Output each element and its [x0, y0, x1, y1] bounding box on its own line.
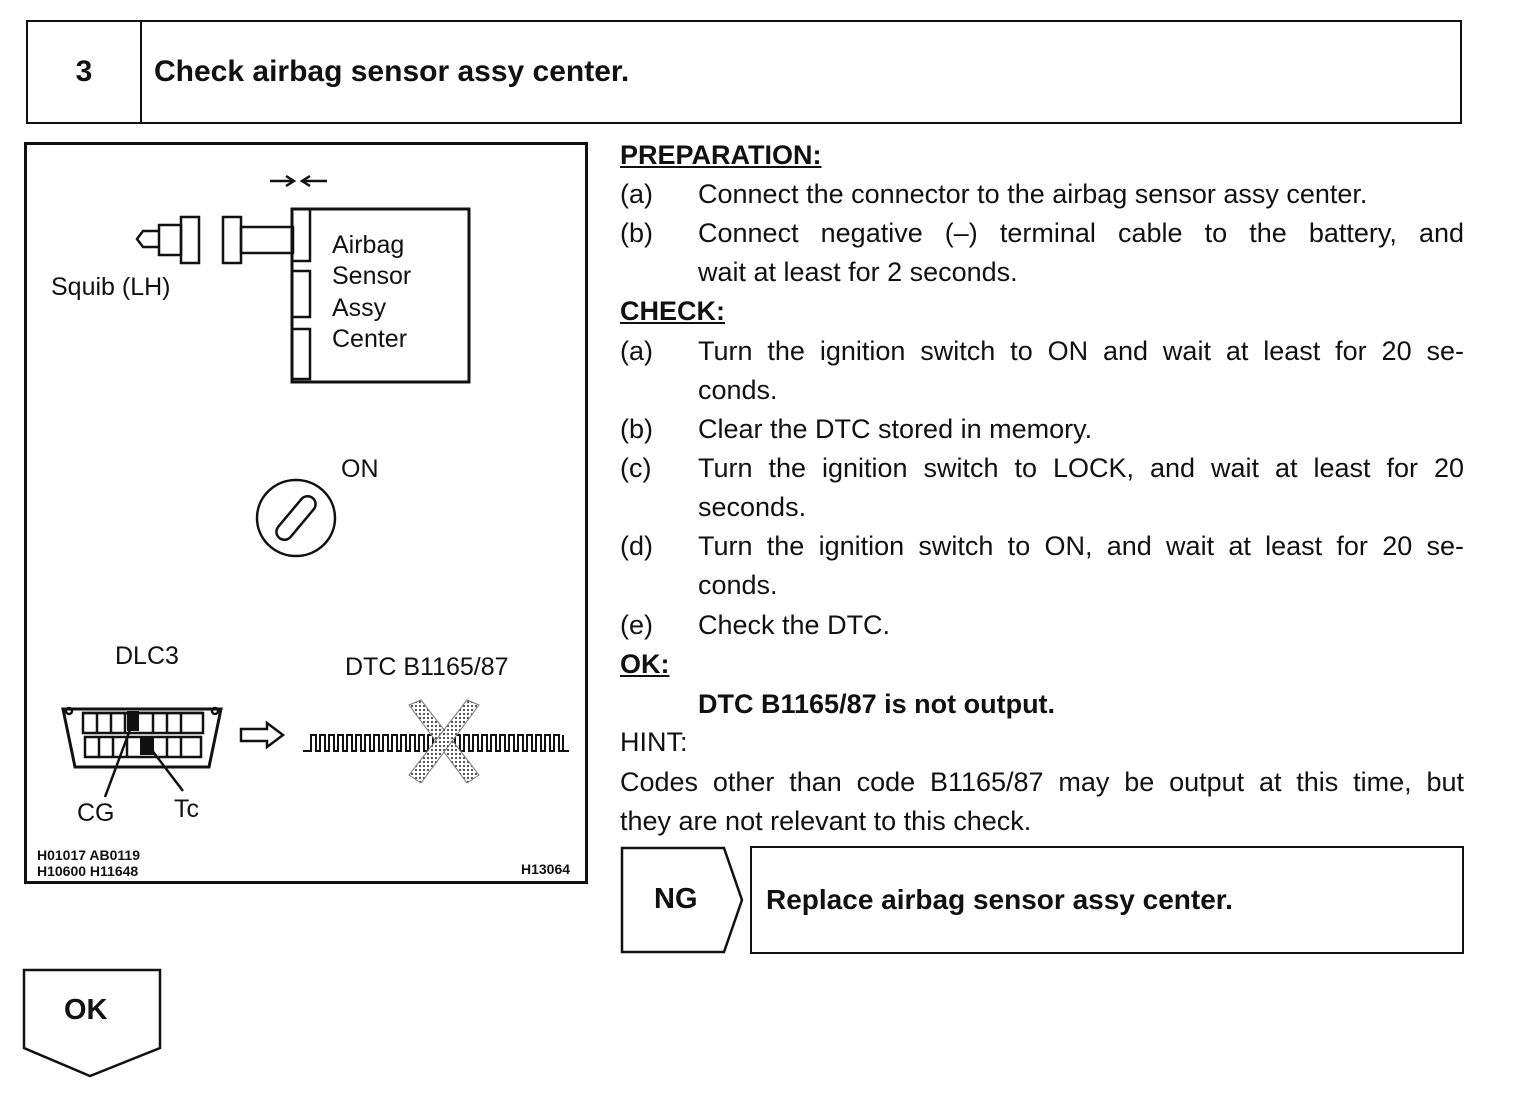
prep-b-text-1: Connect negative (–) terminal cable to t…	[698, 218, 1464, 248]
check-e-text: Check the DTC.	[698, 610, 891, 640]
check-c-text-1: Turn the ignition switch to LOCK, and wa…	[698, 453, 1464, 483]
ng-tag-shape	[620, 846, 744, 954]
check-a-text-1: Turn the ignition switch to ON and wait …	[698, 336, 1464, 366]
prep-a-text: Connect the connector to the airbag sens…	[698, 179, 1368, 209]
illustration-drawing	[61, 174, 569, 798]
check-a-text-2: conds.	[698, 375, 778, 405]
ref-codes-line-2: H10600 H11648	[37, 863, 139, 879]
hint-text-2: they are not relevant to this check.	[620, 806, 1032, 836]
tc-label: Tc	[174, 795, 199, 823]
dtc-label: DTC B1165/87	[345, 653, 509, 681]
figure-id: H13064	[521, 861, 571, 877]
preparation-heading: PREPARATION:	[620, 140, 822, 170]
ng-tag: NG	[654, 883, 698, 915]
ecu-label-line-2: Sensor	[332, 262, 412, 290]
illustration-figure: Squib (LH) Airbag Sensor Assy Center ON …	[24, 142, 588, 884]
check-b-label: (b)	[620, 414, 653, 444]
check-d-text-2: conds.	[698, 570, 778, 600]
ok-criterion: DTC B1165/87 is not output.	[698, 689, 1056, 719]
ng-action-box: Replace airbag sensor assy center.	[750, 846, 1464, 954]
ref-codes-line-1: H01017 AB0119	[37, 847, 141, 863]
ecu-label-line-3: Assy	[332, 294, 387, 322]
ok-tag: OK	[64, 994, 108, 1026]
check-heading: CHECK:	[620, 296, 725, 326]
ng-action-text: Replace airbag sensor assy center.	[766, 884, 1233, 915]
hint-text-1: Codes other than code B1165/87 may be ou…	[620, 767, 1464, 797]
check-e-label: (e)	[620, 610, 653, 640]
step-title: Check airbag sensor assy center.	[154, 55, 630, 88]
check-d-text-1: Turn the ignition switch to ON, and wait…	[698, 531, 1464, 561]
squib-label: Squib (LH)	[51, 273, 171, 301]
check-a-label: (a)	[620, 336, 653, 366]
step-header: 3 Check airbag sensor assy center.	[26, 20, 1462, 124]
dlc3-label: DLC3	[115, 642, 179, 670]
ok-tag-shape	[22, 968, 162, 1078]
check-c-text-2: seconds.	[698, 492, 807, 522]
ecu-label-line-4: Center	[332, 325, 408, 353]
prep-b-text-2: wait at least for 2 seconds.	[698, 257, 1018, 287]
prep-b-label: (b)	[620, 218, 653, 248]
ok-heading: OK:	[620, 649, 670, 679]
cg-label: CG	[77, 799, 115, 827]
check-b-text: Clear the DTC stored in memory.	[698, 414, 1093, 444]
hint-heading: HINT:	[620, 727, 688, 757]
check-d-label: (d)	[620, 531, 653, 561]
prep-a-label: (a)	[620, 179, 653, 209]
step-number: 3	[28, 22, 142, 122]
check-c-label: (c)	[620, 453, 652, 483]
ecu-label-line-1: Airbag	[332, 231, 405, 259]
ignition-on-label: ON	[341, 455, 379, 483]
